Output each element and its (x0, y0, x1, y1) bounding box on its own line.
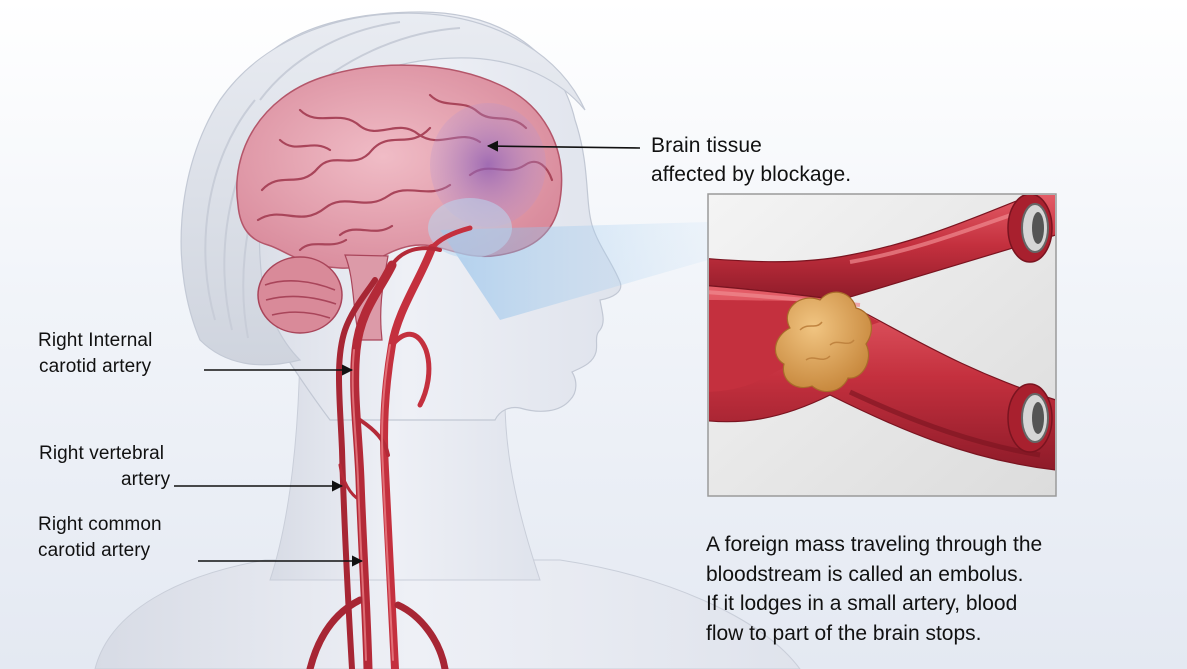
label-vertebral: Right vertebral artery (39, 441, 170, 493)
caption-line: A foreign mass traveling through the (706, 530, 1166, 560)
caption-line: If it lodges in a small artery, blood (706, 589, 1166, 619)
label-internal-carotid: Right Internal carotid artery (38, 328, 152, 380)
label-brain-tissue-line: Brain tissue (651, 131, 851, 160)
label-vertebral-line: Right vertebral (39, 441, 170, 467)
label-common-carotid-line: carotid artery (38, 538, 162, 564)
label-internal-carotid-line: Right Internal (38, 328, 152, 354)
label-common-carotid-line: Right common (38, 512, 162, 538)
label-brain-tissue: Brain tissue affected by blockage. (651, 131, 851, 189)
caption-line: flow to part of the brain stops. (706, 619, 1166, 649)
label-vertebral-line: artery (121, 467, 170, 493)
label-brain-tissue-line: affected by blockage. (651, 160, 851, 189)
embolus-caption: A foreign mass traveling through the blo… (706, 530, 1166, 648)
brain-cerebellum (258, 257, 342, 333)
label-common-carotid: Right common carotid artery (38, 512, 162, 564)
caption-line: bloodstream is called an embolus. (706, 560, 1166, 590)
label-internal-carotid-line: carotid artery (39, 354, 152, 380)
